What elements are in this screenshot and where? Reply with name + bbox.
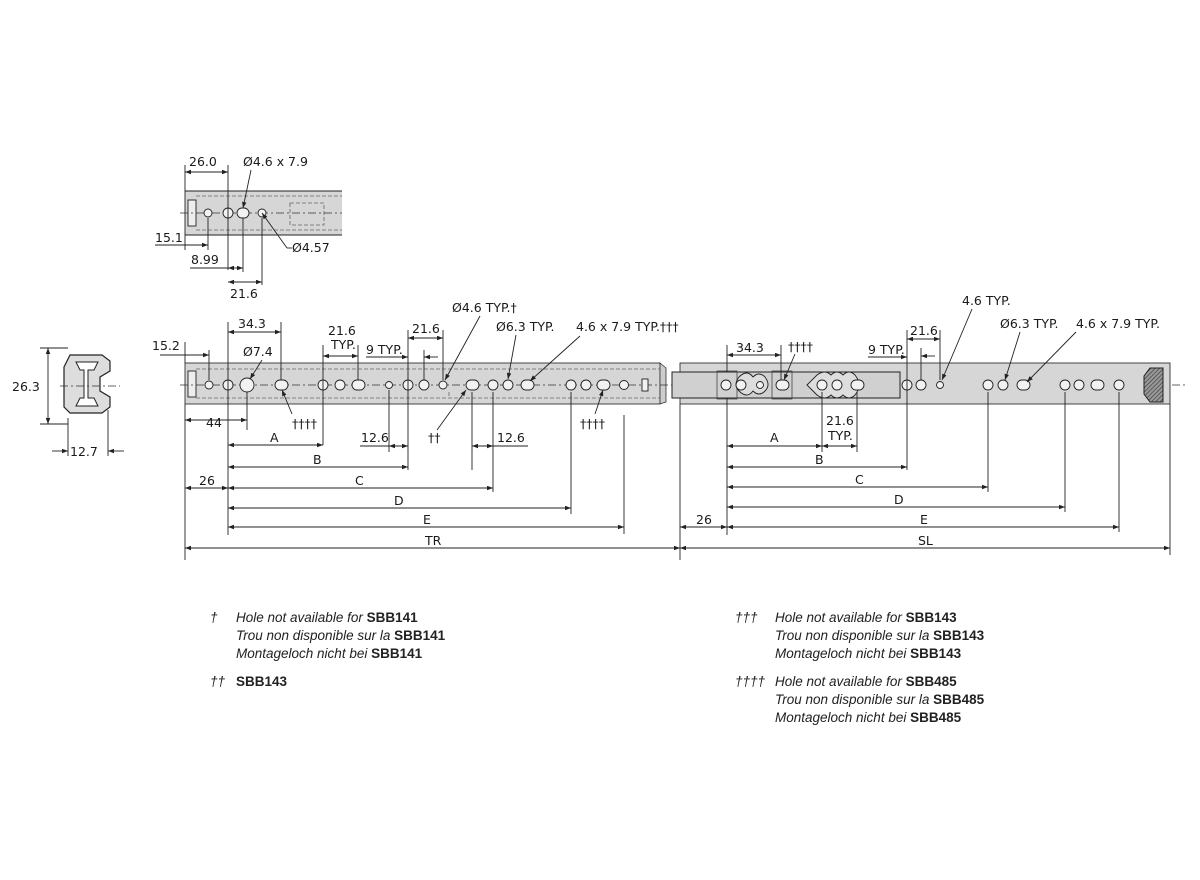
- dagger4-note-left-a: ††††: [292, 416, 317, 431]
- dim-26-right: 26: [696, 512, 712, 527]
- dim-34-3: 34.3: [238, 316, 266, 331]
- dim-26-0: 26.0: [189, 154, 217, 169]
- dim-C-right: C: [855, 472, 864, 487]
- dagger4-note-left-b: ††††: [580, 416, 605, 431]
- dagger2-note: ††: [428, 430, 441, 445]
- slot-label: Ø4.6 x 7.9: [243, 154, 308, 169]
- nine-typ-label: 9 TYP.: [366, 342, 403, 357]
- right-rail-holes: [720, 379, 1125, 391]
- dim-15-1: 15.1: [155, 230, 183, 245]
- end-stop: [1143, 367, 1164, 403]
- dim-34-3-right: 34.3: [736, 340, 764, 355]
- dim-A-left: A: [270, 430, 279, 445]
- dim-12-6-b: 12.6: [497, 430, 525, 445]
- dim-15-2: 15.2: [152, 338, 180, 353]
- dim-D-right: D: [894, 492, 904, 507]
- note-text: Trou non disponible sur la: [236, 628, 395, 643]
- note-model: SBB143: [910, 646, 962, 661]
- note-text: Hole not available for: [775, 674, 906, 689]
- hole-6-3-typ-label: Ø6.3 TYP.: [496, 319, 555, 334]
- slot-typ-right: 4.6 x 7.9 TYP.: [1076, 316, 1160, 331]
- note-text: Montageloch nicht bei: [775, 646, 911, 661]
- dim-A-right: A: [770, 430, 779, 445]
- dim-21-6-top: 21.6: [230, 286, 258, 301]
- right-rail: 34.3 †††† 9 TYP. 21.6 4.6 TYP. Ø6.3 TYP.…: [671, 293, 1171, 560]
- footnote-dagger3: ††† Hole not available for SBB143 Trou n…: [735, 609, 984, 663]
- top-detail-view: 26.0 Ø4.6 x 7.9 15.1 8.99 21.6 Ø4.57: [155, 154, 342, 301]
- dim-21-6-right: 21.6: [910, 323, 938, 338]
- footnote-dagger2: †† SBB143: [210, 673, 445, 691]
- note-model: SBB485: [905, 674, 957, 689]
- dim-D-left: D: [394, 493, 404, 508]
- dim-21-6-typ-suffix: TYP.: [330, 337, 356, 352]
- hole-6-3-typ-right: Ø6.3 TYP.: [1000, 316, 1059, 331]
- hole-4-6-typ-right: 4.6 TYP.: [962, 293, 1011, 308]
- note-text: Hole not available for: [236, 610, 367, 625]
- dim-B-left: B: [313, 452, 322, 467]
- note-text: Hole not available for: [775, 610, 906, 625]
- dim-SL: SL: [918, 533, 933, 548]
- note-text: Trou non disponible sur la: [775, 692, 934, 707]
- left-rail: 15.2 34.3 Ø7.4 21.6 TYP. 9 TYP. 21.6 Ø4.…: [152, 300, 1185, 560]
- note-model: SBB143: [236, 674, 288, 689]
- section-height: 26.3: [12, 379, 40, 394]
- hole-7-4-label: Ø7.4: [243, 344, 273, 359]
- dim-B-right: B: [815, 452, 824, 467]
- note-model: SBB485: [910, 710, 962, 725]
- footnotes-left: † Hole not available for SBB141 Trou non…: [210, 609, 445, 701]
- footnote-symbol: ††††: [735, 674, 766, 689]
- note-text: Montageloch nicht bei: [775, 710, 911, 725]
- note-model: SBB143: [905, 610, 957, 625]
- note-text: Montageloch nicht bei: [236, 646, 372, 661]
- footnote-symbol: †††: [735, 610, 758, 625]
- cross-section: 26.3 12.7: [12, 347, 124, 459]
- dim-E-right: E: [920, 512, 928, 527]
- note-model: SBB143: [933, 628, 985, 643]
- dim-E-left: E: [423, 512, 431, 527]
- footnote-dagger4: †††† Hole not available for SBB485 Trou …: [735, 673, 984, 727]
- footnote-symbol: ††: [210, 674, 226, 689]
- dim-TR: TR: [424, 533, 442, 548]
- note-model: SBB485: [933, 692, 985, 707]
- dim-21-6: 21.6: [412, 321, 440, 336]
- section-width: 12.7: [70, 444, 98, 459]
- footnotes-right: ††† Hole not available for SBB143 Trou n…: [735, 609, 984, 737]
- note-model: SBB141: [394, 628, 446, 643]
- dim-26-left: 26: [199, 473, 215, 488]
- dim-8-99: 8.99: [191, 252, 219, 267]
- hole-4-57-label: Ø4.57: [292, 240, 330, 255]
- dim-C-left: C: [355, 473, 364, 488]
- footnote-symbol: †: [210, 610, 218, 625]
- note-text: Trou non disponible sur la: [775, 628, 934, 643]
- nine-typ-right: 9 TYP.: [868, 342, 905, 357]
- dim-21-6-typ-right-suffix: TYP.: [827, 428, 853, 443]
- slot-typ-label: 4.6 x 7.9 TYP.†††: [576, 319, 679, 334]
- dim-21-6-typ-value: 21.6: [328, 323, 356, 338]
- hole-4-6-typ-label: Ø4.6 TYP.†: [452, 300, 517, 315]
- dagger4-note-right: ††††: [788, 339, 813, 354]
- note-model: SBB141: [371, 646, 423, 661]
- footnote-dagger1: † Hole not available for SBB141 Trou non…: [210, 609, 445, 663]
- note-model: SBB141: [366, 610, 418, 625]
- dim-12-6-a: 12.6: [361, 430, 389, 445]
- dim-44: 44: [206, 415, 222, 430]
- dim-21-6-typ-right-value: 21.6: [826, 413, 854, 428]
